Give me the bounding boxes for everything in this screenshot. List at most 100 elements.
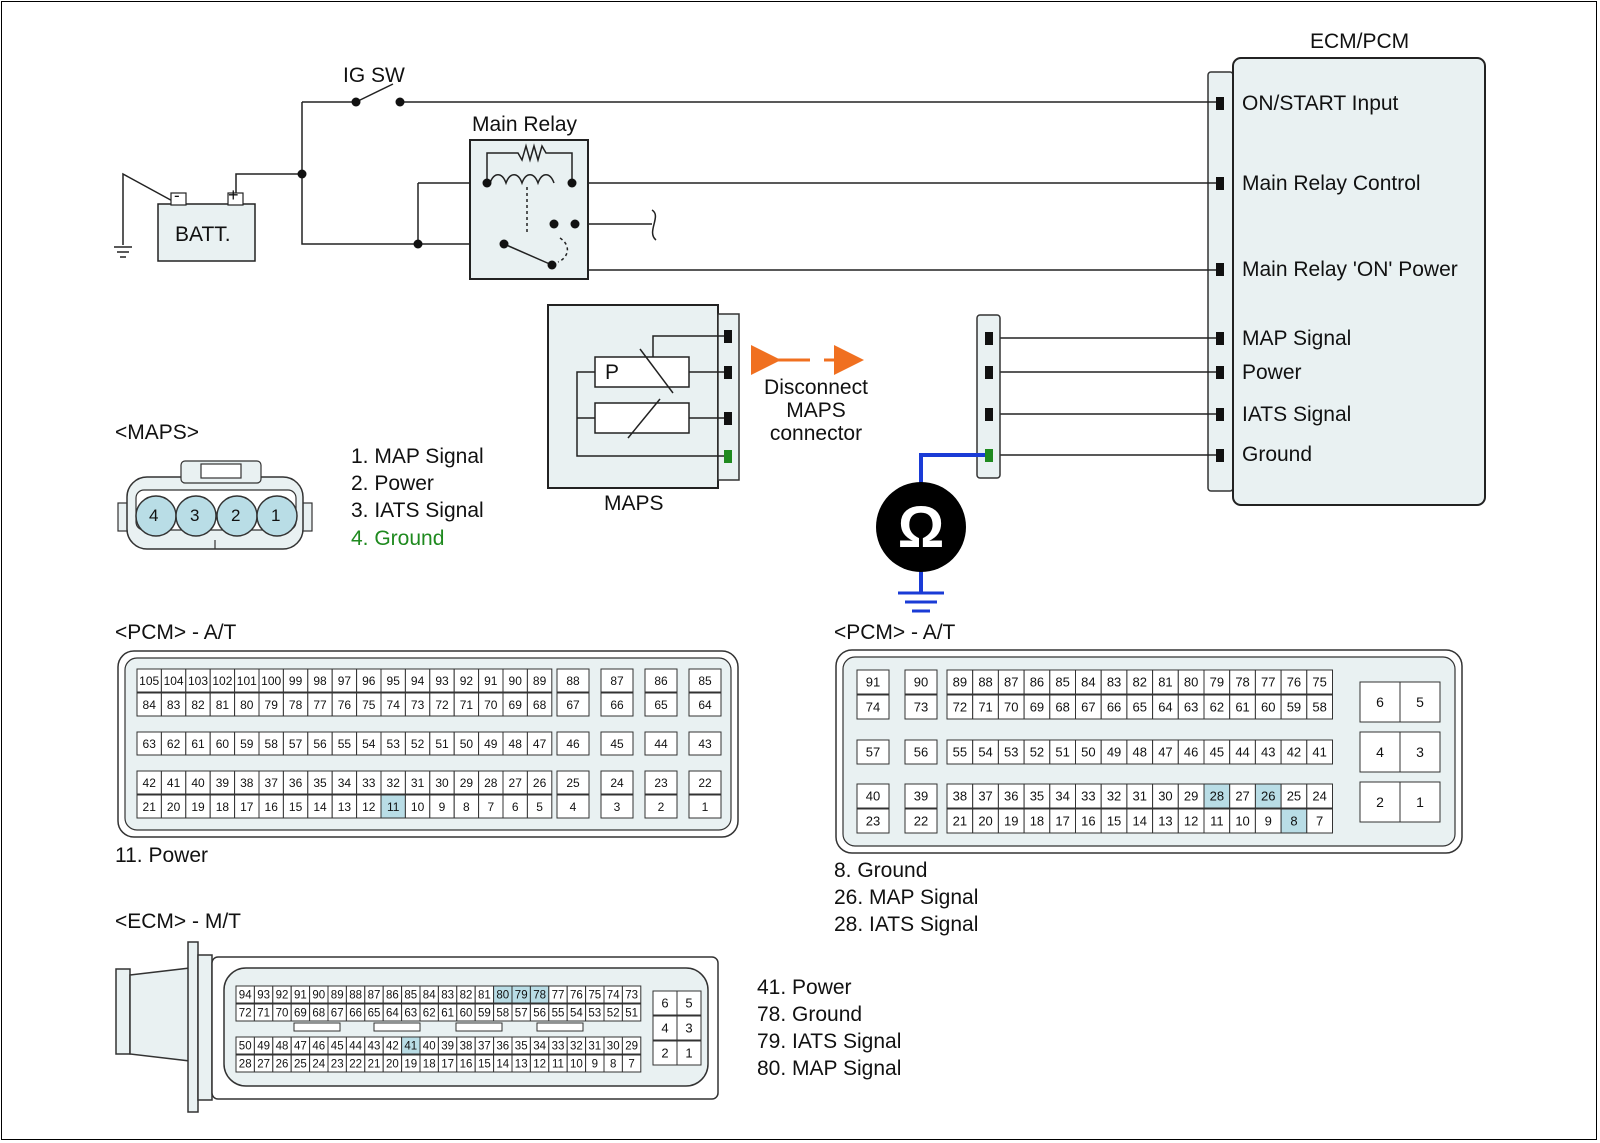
pin-number: 9 xyxy=(439,800,446,814)
pin-number: 47 xyxy=(1158,745,1172,760)
pin-cell xyxy=(1049,669,1077,695)
pin-number: 73 xyxy=(914,700,928,715)
pin-number: 63 xyxy=(143,737,157,751)
pin-number: 105 xyxy=(139,674,159,688)
ecm-pin-terminals xyxy=(1216,97,1224,462)
pin-number: 90 xyxy=(509,674,523,688)
pin-cell xyxy=(856,669,890,695)
ecm-block-title: ECM/PCM xyxy=(1310,30,1410,53)
pin-number: 53 xyxy=(588,1008,601,1020)
pin-number: 92 xyxy=(276,990,289,1002)
pin-number: 48 xyxy=(276,1041,289,1053)
pin-cell xyxy=(946,808,974,834)
pin-cell xyxy=(946,669,974,695)
pin-cell xyxy=(997,783,1025,809)
pin-cell xyxy=(1306,739,1334,765)
pin-cell xyxy=(1280,739,1308,765)
ecm-pin-on-start: ON/START Input xyxy=(1242,92,1399,115)
pin-number: 63 xyxy=(1184,700,1198,715)
ecm-mt-legend-3: 79. IATS Signal xyxy=(757,1030,902,1053)
pin-number: 56 xyxy=(533,1008,546,1020)
pin-number: 80 xyxy=(496,990,509,1002)
pin-number: 47 xyxy=(533,737,547,751)
pin-number: 8 xyxy=(463,800,470,814)
pin-cell xyxy=(652,1015,678,1041)
maps-connector-title: <MAPS> xyxy=(115,421,200,444)
pin-cell xyxy=(1100,669,1128,695)
pin-number: 59 xyxy=(478,1008,491,1020)
disconnect-line-1: Disconnect xyxy=(764,376,868,399)
pin-number: 46 xyxy=(312,1041,325,1053)
pin-cell xyxy=(1254,669,1282,695)
pin-number: 38 xyxy=(460,1041,473,1053)
pin-cell xyxy=(688,668,722,693)
pin-number: 58 xyxy=(496,1008,509,1020)
pin-number: 36 xyxy=(289,776,303,790)
pin-number: 29 xyxy=(1184,789,1198,804)
pin-number: 24 xyxy=(1312,789,1326,804)
main-relay-label: Main Relay xyxy=(472,113,578,136)
maps-label: MAPS xyxy=(604,492,664,515)
pin-number: 23 xyxy=(866,814,880,829)
pin-number: 7 xyxy=(628,1059,634,1071)
pin-number: 37 xyxy=(265,776,279,790)
pin-cell xyxy=(1126,669,1154,695)
pin-number: 22 xyxy=(349,1059,362,1071)
pin-number: 97 xyxy=(338,674,352,688)
pin-number: 33 xyxy=(362,776,376,790)
pin-cell xyxy=(1177,808,1205,834)
pin-number: 84 xyxy=(143,698,157,712)
pin-number: 7 xyxy=(487,800,494,814)
pin-cell xyxy=(1280,694,1308,720)
pin-number: 77 xyxy=(552,990,565,1002)
pin-number: 12 xyxy=(362,800,376,814)
pin-number: 15 xyxy=(289,800,303,814)
pin-number: 13 xyxy=(338,800,352,814)
pin-number: 76 xyxy=(570,990,583,1002)
pin-cell xyxy=(644,794,678,819)
pin-number: 19 xyxy=(404,1059,417,1071)
pin-number: 18 xyxy=(216,800,230,814)
pcm-left-legend-1: 11. Power xyxy=(115,844,208,867)
pin-cell xyxy=(856,694,890,720)
battery-box xyxy=(157,203,256,262)
pin-number: 27 xyxy=(509,776,523,790)
pin-number: 55 xyxy=(552,1008,565,1020)
pin-number: 80 xyxy=(1184,675,1198,690)
pin-number: 73 xyxy=(411,698,425,712)
maps-legend-1: 1. MAP Signal xyxy=(351,445,484,468)
pin-number: 64 xyxy=(698,698,712,712)
pin-number: 78 xyxy=(1235,675,1249,690)
pin-number: 33 xyxy=(552,1041,565,1053)
pin-number: 67 xyxy=(566,698,580,712)
pin-number: 10 xyxy=(411,800,425,814)
pin-number: 104 xyxy=(164,674,184,688)
battery-terminal-minus xyxy=(170,192,187,206)
pin-cell xyxy=(600,731,634,756)
pin-number: 2 xyxy=(661,1046,668,1061)
ig-switch-label: IG SW xyxy=(343,64,405,87)
pin-number: 77 xyxy=(313,698,327,712)
pin-number: 84 xyxy=(423,990,436,1002)
ecm-connector-strip xyxy=(1207,71,1234,492)
disconnect-line-3: connector xyxy=(769,422,863,445)
pin-number: 85 xyxy=(698,674,712,688)
pin-number: 3 xyxy=(685,1021,692,1036)
pin-cell xyxy=(556,794,590,819)
pin-number: 6 xyxy=(661,996,668,1011)
pin-cell xyxy=(676,1015,702,1041)
pin-number: 79 xyxy=(265,698,279,712)
pin-number: 66 xyxy=(1107,700,1121,715)
pin-number: 21 xyxy=(143,800,157,814)
pin-cell xyxy=(556,668,590,693)
maps-sensor-box xyxy=(547,304,719,489)
pin-number: 74 xyxy=(387,698,401,712)
pin-number: 40 xyxy=(191,776,205,790)
maps-pin-terminals xyxy=(724,330,732,463)
pin-cell xyxy=(856,808,890,834)
pin-number: 34 xyxy=(1055,789,1069,804)
pin-number: 87 xyxy=(368,990,381,1002)
pin-number: 11 xyxy=(387,800,400,814)
